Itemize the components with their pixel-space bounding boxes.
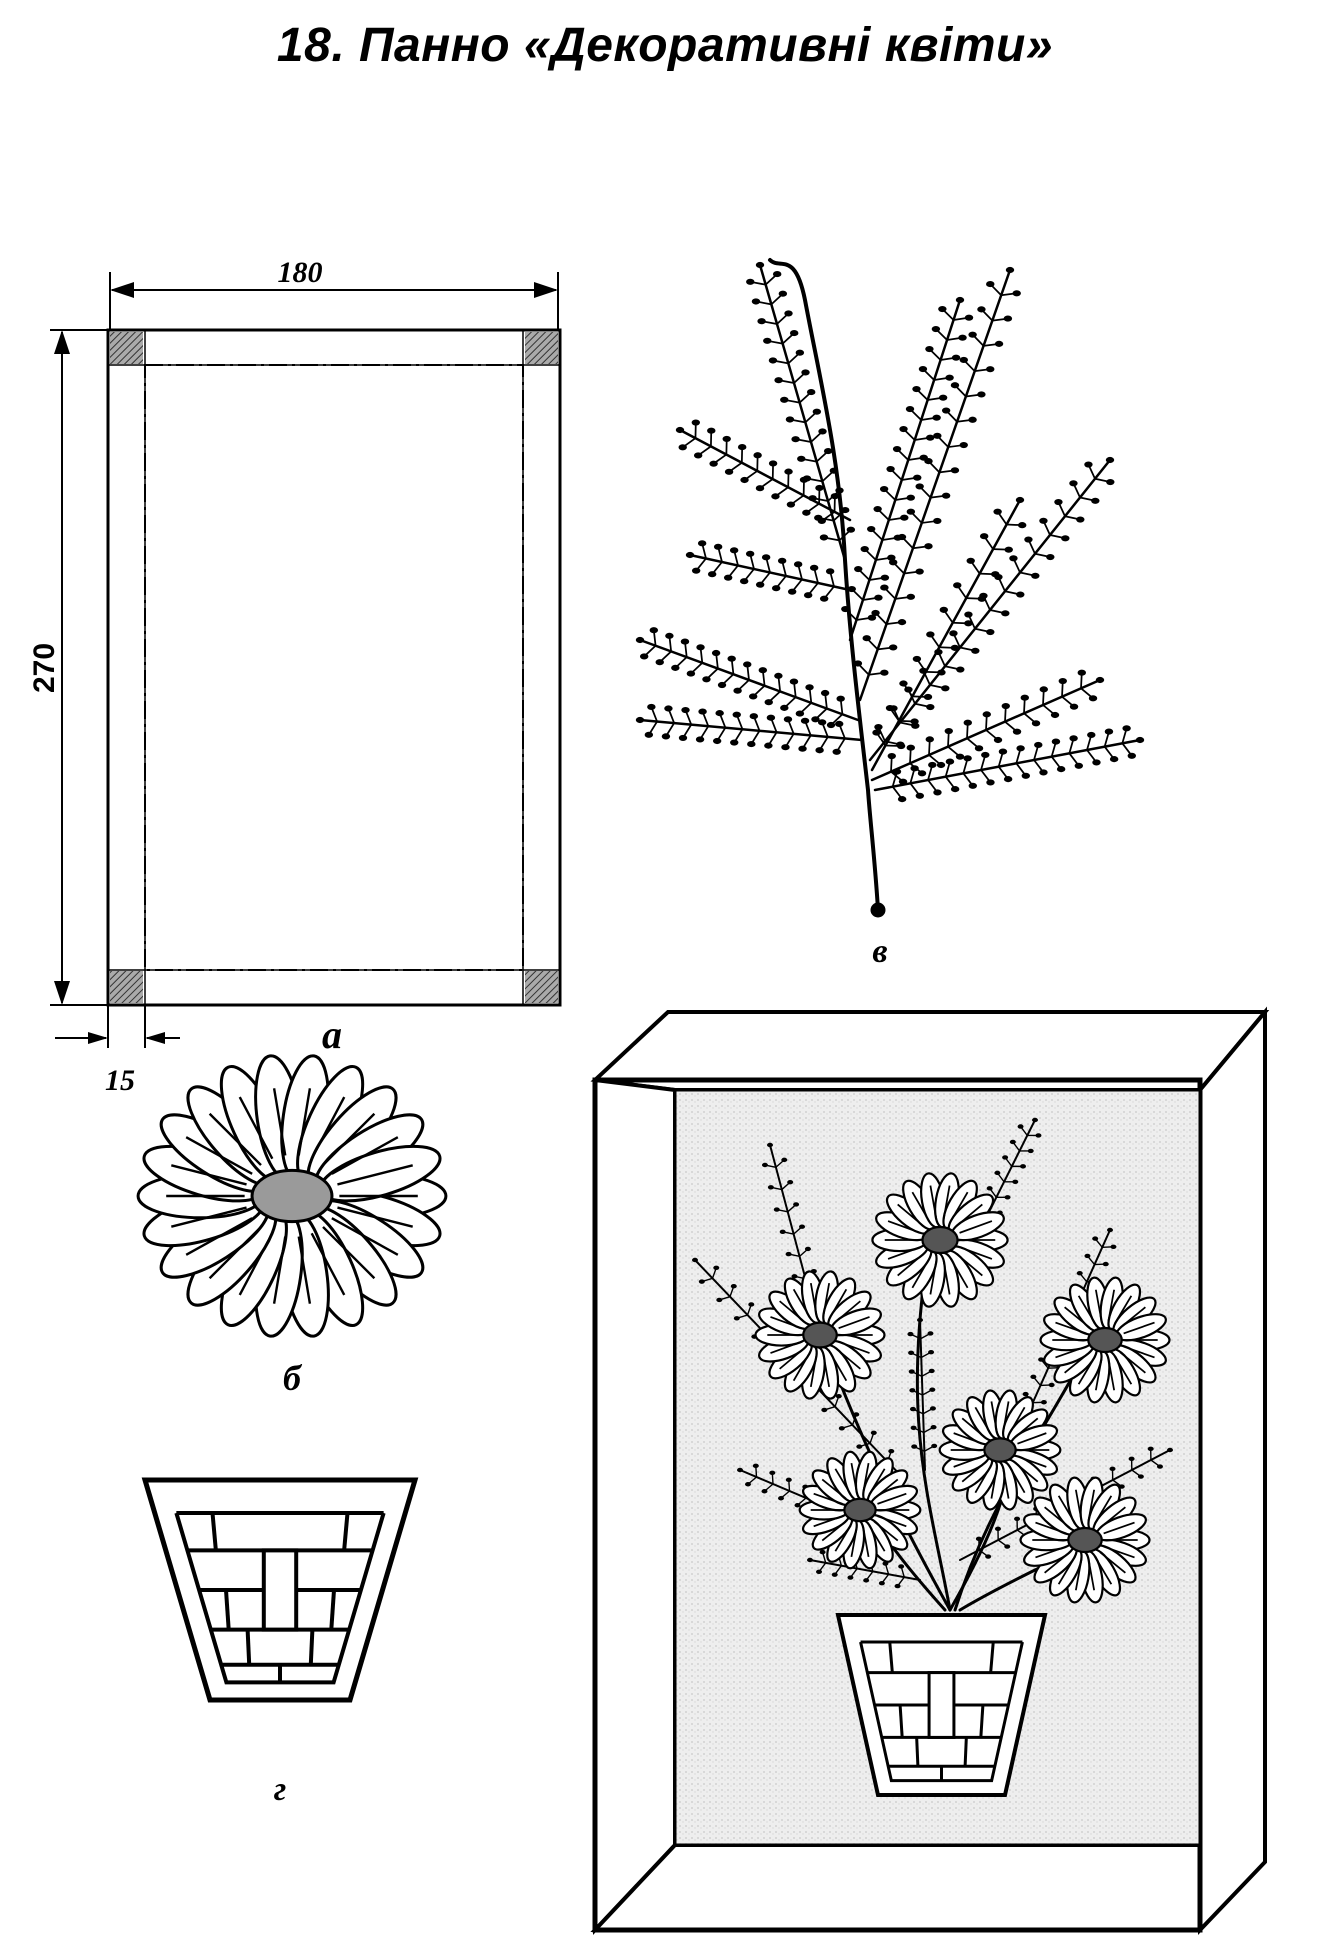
corner-hatch xyxy=(110,332,143,364)
daisy-flower-drawing xyxy=(136,1054,448,1338)
width-dimension-label: 180 xyxy=(278,256,323,289)
drawing-label-a: а xyxy=(322,1012,342,1057)
corner-hatch xyxy=(525,971,558,1003)
frame-dimension-drawing xyxy=(50,272,562,1048)
corner-hatch xyxy=(110,971,143,1003)
drawing-label-b: б xyxy=(283,1358,303,1398)
height-dimension-label: 270 xyxy=(28,643,61,693)
drawing-label-g: г xyxy=(274,1771,287,1808)
corner-hatch xyxy=(525,332,558,364)
leafy-branch-drawing xyxy=(635,258,1145,918)
drawing-label-v: в xyxy=(872,933,887,970)
basket-vase-drawing xyxy=(141,1477,419,1703)
page-title: 18. Панно «Декоративні квіти» xyxy=(276,19,1054,72)
bar-dimension-label: 15 xyxy=(105,1064,135,1097)
panel-embroidery xyxy=(692,1117,1173,1797)
